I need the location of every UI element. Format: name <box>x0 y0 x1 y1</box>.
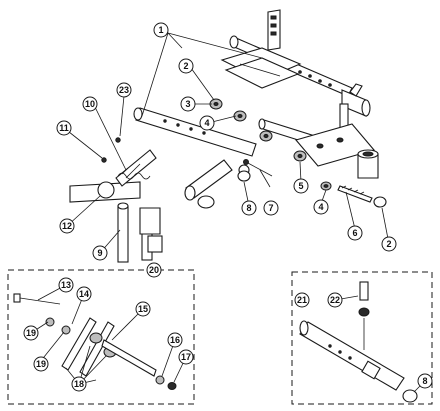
svg-text:18: 18 <box>74 379 84 389</box>
svg-text:15: 15 <box>138 304 148 314</box>
tube-receiver <box>357 149 379 179</box>
svg-text:19: 19 <box>36 359 46 369</box>
svg-text:17: 17 <box>181 352 191 362</box>
callout-14: 14 <box>76 286 92 302</box>
callouts: 1 2 3 4 23 10 11 12 <box>23 22 433 392</box>
svg-text:23: 23 <box>119 85 129 95</box>
tube-21 <box>299 320 405 391</box>
callout-19-lower: 19 <box>33 356 49 372</box>
callout-15: 15 <box>135 301 151 317</box>
callout-21: 21 <box>294 292 310 308</box>
svg-text:8: 8 <box>246 203 251 213</box>
bushings <box>259 130 307 162</box>
svg-text:8: 8 <box>422 376 427 386</box>
bolt-6 <box>337 185 373 203</box>
callout-1: 1 <box>153 22 169 38</box>
bolt-7 <box>243 159 273 177</box>
svg-text:16: 16 <box>170 335 180 345</box>
callout-16: 16 <box>167 332 183 348</box>
svg-text:1: 1 <box>158 25 163 35</box>
svg-text:3: 3 <box>185 99 190 109</box>
svg-text:7: 7 <box>268 203 273 213</box>
svg-text:19: 19 <box>26 328 36 338</box>
bolt-13 <box>13 293 61 305</box>
callout-7: 7 <box>263 200 279 216</box>
svg-text:12: 12 <box>62 221 72 231</box>
callout-23: 23 <box>116 82 132 98</box>
callout-3: 3 <box>180 96 196 112</box>
callout-8-main: 8 <box>241 200 257 216</box>
callout-2-bottom: 2 <box>381 236 397 252</box>
svg-text:5: 5 <box>298 181 303 191</box>
rail-end-clamp <box>341 83 371 117</box>
svg-text:2: 2 <box>183 61 188 71</box>
socket-posts <box>117 202 163 263</box>
svg-text:6: 6 <box>352 228 357 238</box>
svg-text:2: 2 <box>386 239 391 249</box>
svg-text:4: 4 <box>204 118 209 128</box>
axle-assembly <box>69 149 157 203</box>
svg-text:10: 10 <box>85 99 95 109</box>
washers-19 <box>45 317 71 335</box>
upright-post <box>267 9 281 51</box>
callout-4-top: 4 <box>199 115 215 131</box>
svg-text:11: 11 <box>59 123 69 133</box>
svg-text:9: 9 <box>97 248 102 258</box>
nut-16-17 <box>155 375 177 390</box>
callout-13: 13 <box>58 277 74 293</box>
callout-2-top: 2 <box>178 58 194 74</box>
bracket-14-15 <box>61 317 157 377</box>
screw-22 <box>358 281 370 350</box>
svg-text:21: 21 <box>297 295 307 305</box>
detail-box-21 <box>291 271 433 405</box>
callout-17: 17 <box>178 349 194 365</box>
callout-10: 10 <box>82 96 98 112</box>
callout-22: 22 <box>327 292 343 308</box>
tube-cap-8 <box>237 170 251 182</box>
callout-4-bottom: 4 <box>313 199 329 215</box>
detail-box-20 <box>7 269 195 405</box>
callout-18: 18 <box>71 376 87 392</box>
main-tube <box>133 107 257 157</box>
seat-bracket <box>220 47 302 89</box>
spring <box>117 172 151 180</box>
callout-20: 20 <box>146 262 162 278</box>
tube-cap-8-detail <box>402 389 418 403</box>
callout-19-upper: 19 <box>23 325 39 341</box>
main-assembly <box>69 9 387 263</box>
svg-text:14: 14 <box>79 289 89 299</box>
svg-text:4: 4 <box>318 202 323 212</box>
washers <box>209 98 332 191</box>
small-screws <box>101 137 121 163</box>
callout-9: 9 <box>92 245 108 261</box>
mounting-plate <box>295 123 375 167</box>
svg-text:13: 13 <box>61 280 71 290</box>
callout-11: 11 <box>56 120 72 136</box>
callout-12: 12 <box>59 218 75 234</box>
callout-6: 6 <box>347 225 363 241</box>
front-tube <box>184 159 233 209</box>
svg-text:20: 20 <box>149 265 159 275</box>
callout-8-detail: 8 <box>417 373 433 389</box>
svg-text:22: 22 <box>330 295 340 305</box>
callout-5: 5 <box>293 178 309 194</box>
